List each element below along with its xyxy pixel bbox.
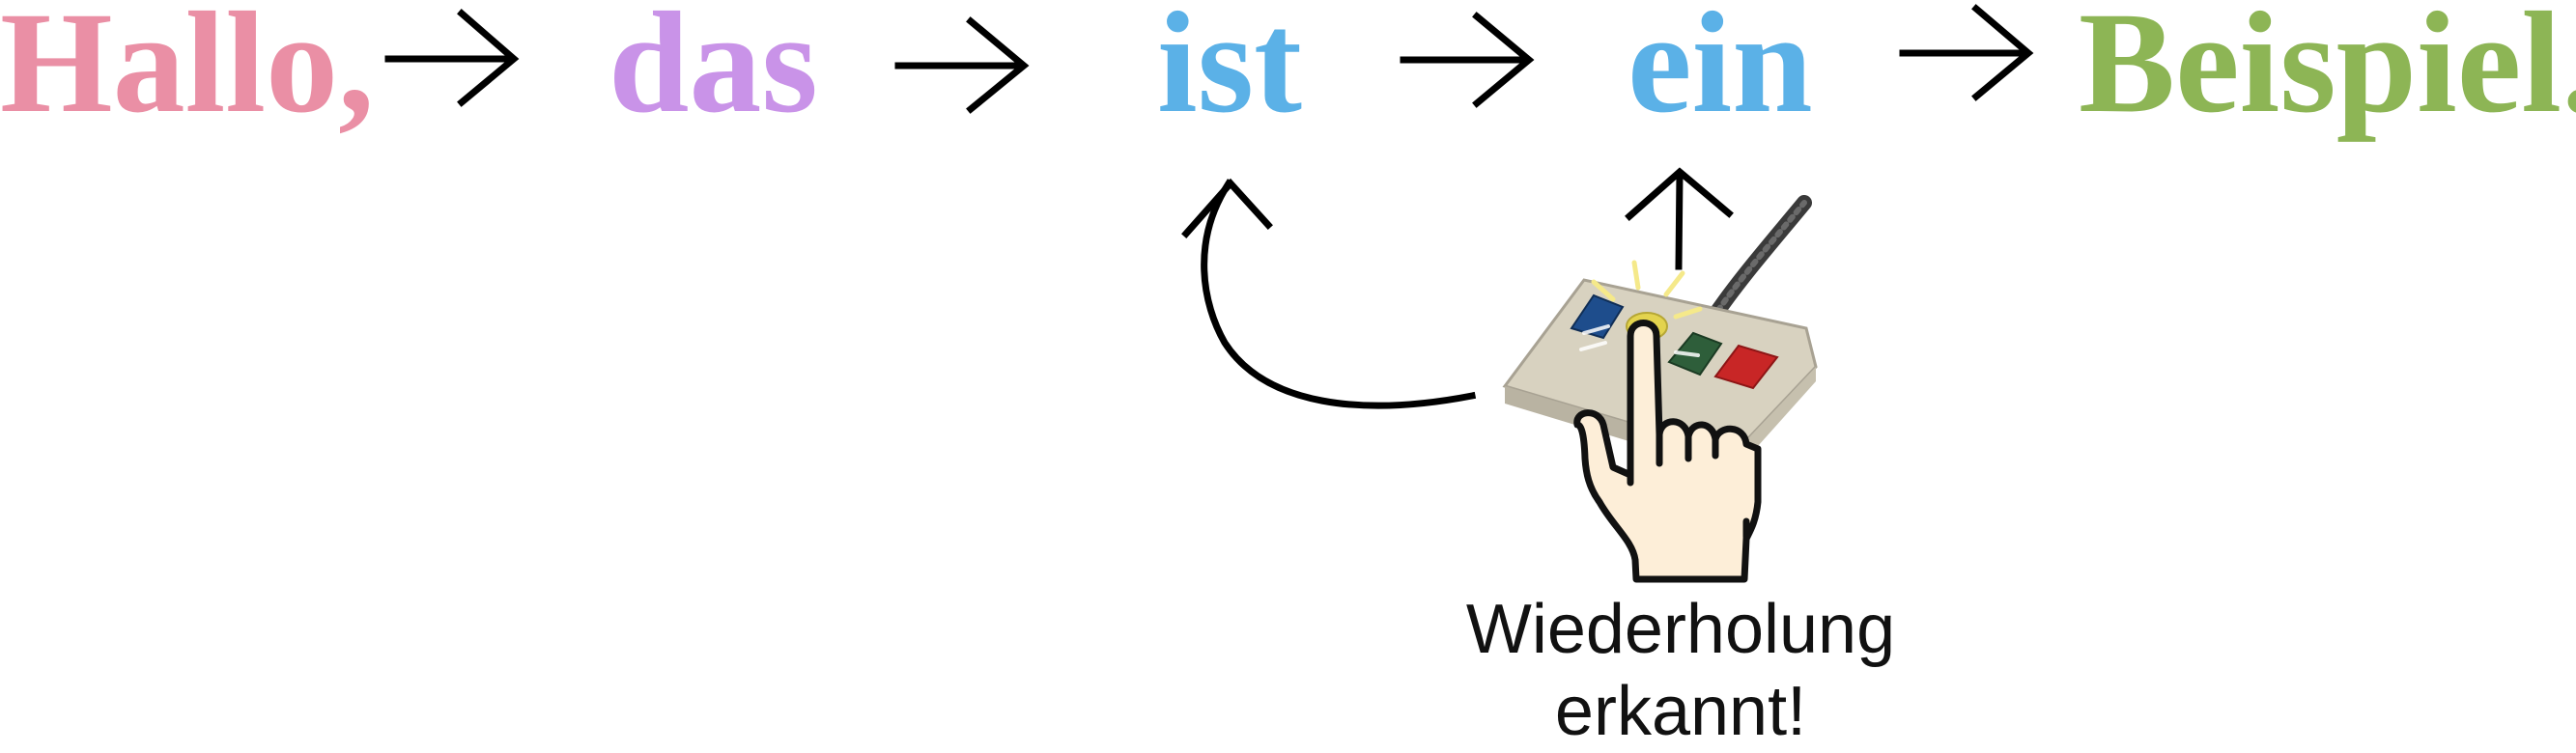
- word-ist: ist: [1157, 0, 1302, 143]
- hand-pressing-button-icon: [1573, 320, 1762, 583]
- arrow-right-icon: [384, 9, 520, 107]
- caption-line-2: erkannt!: [1554, 672, 1807, 750]
- arrow-up-icon: [1625, 167, 1734, 270]
- repeat-detected-caption: Wiederholung erkannt!: [1333, 589, 2028, 753]
- arrow-right-icon: [894, 16, 1030, 114]
- arrow-right-icon: [1400, 12, 1535, 108]
- word-beispiel: Beispiel.: [2079, 0, 2576, 143]
- curved-arrow-back-icon: [1181, 178, 1477, 409]
- blue-button-icon: [1570, 293, 1625, 340]
- caption-line-1: Wiederholung: [1465, 591, 1896, 668]
- word-hallo: Hallo,: [0, 0, 375, 143]
- word-das: das: [609, 0, 818, 143]
- red-button-icon: [1713, 344, 1779, 390]
- arrow-right-icon: [1899, 4, 2034, 101]
- word-ein: ein: [1628, 0, 1813, 143]
